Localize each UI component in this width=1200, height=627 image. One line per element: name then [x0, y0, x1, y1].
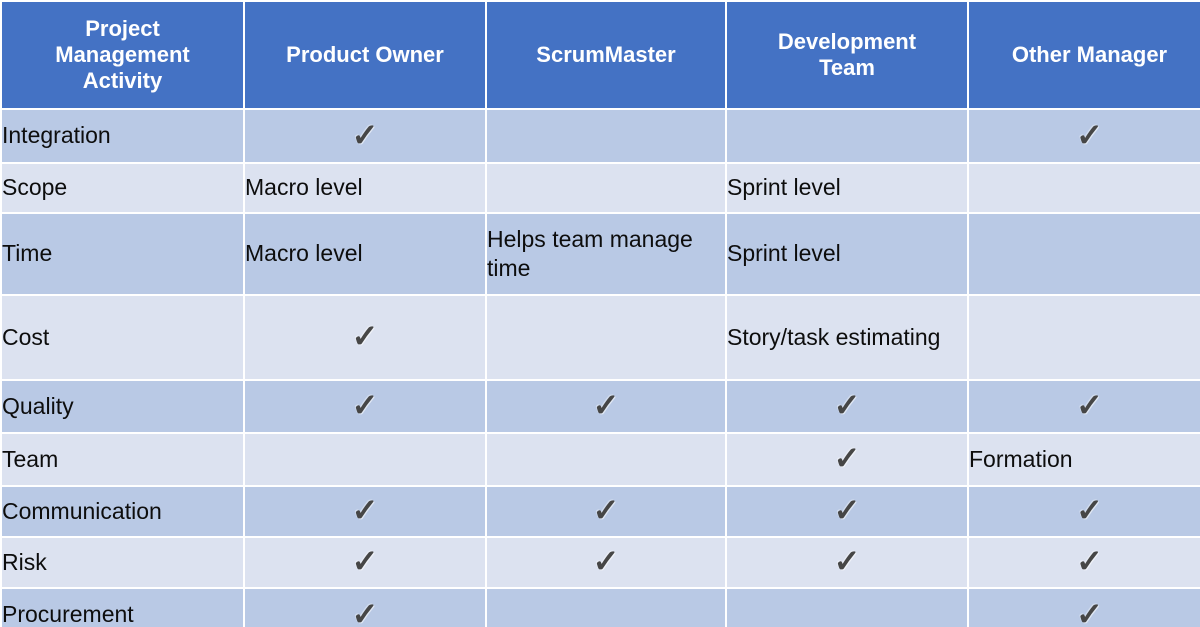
activity-label: Quality [2, 381, 243, 432]
check-icon-cell: ✓ [727, 487, 967, 536]
note-cell: Sprint level [727, 214, 967, 294]
check-icon: ✓ [351, 318, 379, 355]
activity-label: Communication [2, 487, 243, 536]
table-row: Quality ✓ ✓ ✓ ✓ [2, 381, 1200, 432]
header-line-2: Team [819, 55, 875, 80]
empty-cell [487, 434, 725, 485]
activity-label: Integration [2, 110, 243, 162]
check-icon-cell: ✓ [245, 296, 485, 379]
empty-cell [969, 214, 1200, 294]
activity-label: Time [2, 214, 243, 294]
check-icon: ✓ [833, 543, 861, 580]
column-header-development-team: Development Team [727, 2, 967, 108]
header-line-1: Product Owner [286, 42, 444, 68]
empty-cell [969, 164, 1200, 212]
note-cell: Formation [969, 434, 1200, 485]
note-cell: Sprint level [727, 164, 967, 212]
check-icon: ✓ [592, 387, 620, 424]
table-header: Project Management Activity Product Owne… [2, 2, 1200, 108]
check-icon-cell: ✓ [487, 487, 725, 536]
check-icon: ✓ [1076, 116, 1103, 153]
header-line-1: Project [85, 16, 160, 42]
activity-label: Scope [2, 164, 243, 212]
empty-cell [487, 296, 725, 379]
column-header-product-owner: Product Owner [245, 2, 485, 108]
check-icon: ✓ [833, 440, 861, 477]
activity-label: Team [2, 434, 243, 485]
activity-label: Cost [2, 296, 243, 379]
check-icon-cell: ✓ [727, 381, 967, 432]
check-icon: ✓ [351, 543, 379, 580]
check-icon-cell: ✓ [727, 434, 967, 485]
check-icon-cell: ✓ [487, 538, 725, 587]
check-icon: ✓ [1076, 492, 1103, 529]
check-icon-cell: ✓ [245, 487, 485, 536]
check-icon: ✓ [1076, 387, 1103, 424]
note-cell: Helps team manage time [487, 214, 725, 294]
activity-label: Procurement [2, 589, 243, 627]
table-row: Risk ✓ ✓ ✓ ✓ [2, 538, 1200, 587]
check-icon: ✓ [592, 543, 620, 580]
check-icon: ✓ [1076, 595, 1103, 627]
check-icon: ✓ [351, 116, 379, 153]
column-header-project-management-activity: Project Management Activity [2, 2, 243, 108]
note-cell: Macro level [245, 214, 485, 294]
check-icon: ✓ [351, 595, 379, 627]
header-line-1: Development [777, 29, 917, 55]
check-icon: ✓ [833, 492, 861, 529]
check-icon-cell: ✓ [969, 589, 1200, 627]
check-icon-cell: ✓ [245, 589, 485, 627]
empty-cell [727, 110, 967, 162]
header-line-3: Activity [82, 67, 163, 93]
check-icon: ✓ [1076, 543, 1103, 580]
empty-cell [727, 589, 967, 627]
check-icon-cell: ✓ [969, 487, 1200, 536]
note-cell: Story/task estimating [727, 296, 967, 379]
header-row: Project Management Activity Product Owne… [2, 2, 1200, 108]
table-row: Procurement ✓ ✓ [2, 589, 1200, 627]
activity-label: Risk [2, 538, 243, 587]
table-row: Integration ✓ ✓ [2, 110, 1200, 162]
check-icon-cell: ✓ [245, 538, 485, 587]
check-icon: ✓ [833, 387, 861, 424]
check-icon-cell: ✓ [487, 381, 725, 432]
empty-cell [487, 110, 725, 162]
check-icon-cell: ✓ [727, 538, 967, 587]
check-icon-cell: ✓ [969, 381, 1200, 432]
check-icon: ✓ [351, 492, 379, 529]
check-icon-cell: ✓ [969, 110, 1200, 162]
empty-cell [245, 434, 485, 485]
check-icon-cell: ✓ [245, 381, 485, 432]
empty-cell [487, 164, 725, 212]
check-icon-cell: ✓ [969, 538, 1200, 587]
column-header-scrummaster: ScrumMaster [487, 2, 725, 108]
check-icon: ✓ [592, 492, 620, 529]
check-icon: ✓ [351, 387, 379, 424]
check-icon-cell: ✓ [245, 110, 485, 162]
table-row: Team ✓ Formation [2, 434, 1200, 485]
empty-cell [969, 296, 1200, 379]
header-line-2: Management [55, 42, 190, 68]
note-cell: Macro level [245, 164, 485, 212]
column-header-other-manager: Other Manager [969, 2, 1200, 108]
table-row: Communication ✓ ✓ ✓ ✓ [2, 487, 1200, 536]
header-line-1: Other Manager [1011, 42, 1168, 68]
empty-cell [487, 589, 725, 627]
header-line-1: ScrumMaster [536, 42, 676, 68]
table-row: Cost ✓ Story/task estimating [2, 296, 1200, 379]
